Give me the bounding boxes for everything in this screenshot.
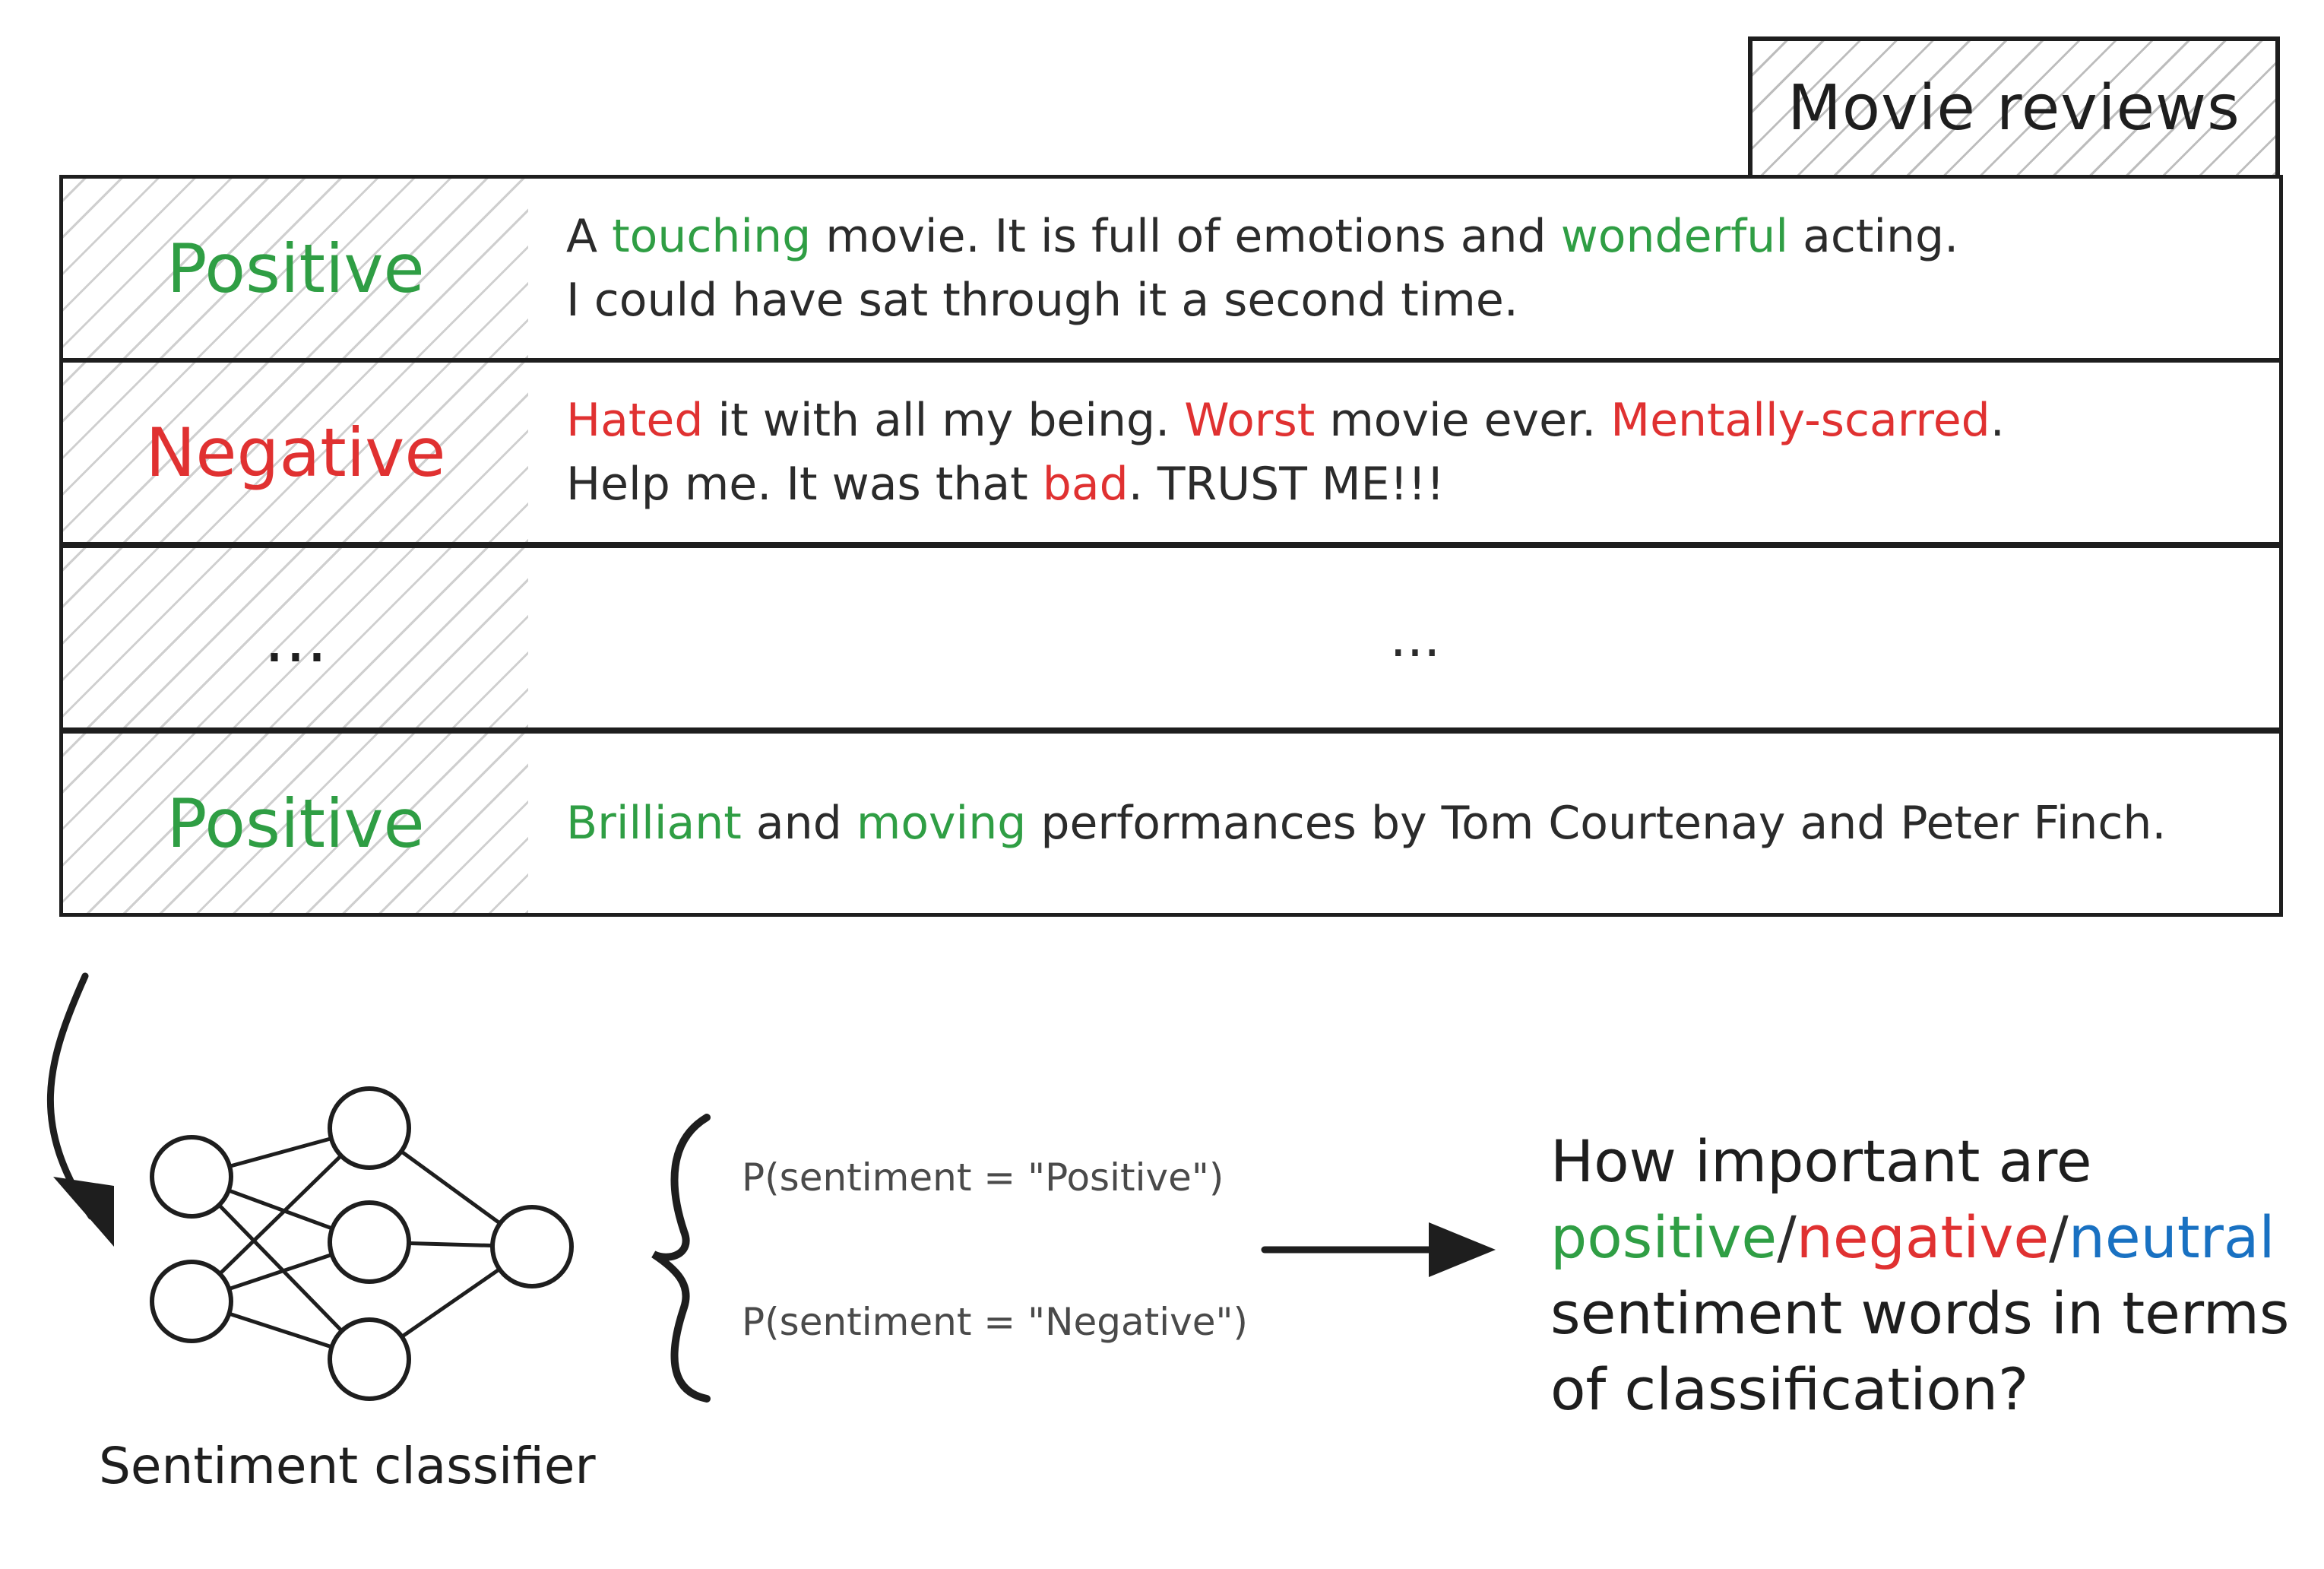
hidden-node-1 <box>328 1086 411 1170</box>
hidden-node-3 <box>328 1317 411 1401</box>
sentiment-word: touching <box>612 210 812 263</box>
review-text: I could have sat through it a second tim… <box>566 274 1518 327</box>
review-line: A touching movie. It is full of emotions… <box>566 204 2264 268</box>
hidden-node-2 <box>328 1200 411 1284</box>
question-line-1: How important are <box>1550 1127 2092 1195</box>
review-text: it with all my being. <box>703 394 1185 447</box>
sentiment-word: wonderful <box>1560 210 1788 263</box>
row-2-text: Hated it with all my being. Worst movie … <box>566 363 2264 542</box>
network-nodes <box>150 1086 574 1401</box>
prob-positive: P(sentiment = "Positive") <box>742 1155 1224 1200</box>
row-1-text: A touching movie. It is full of emotions… <box>566 179 2264 358</box>
sentiment-label: Negative <box>145 413 446 492</box>
review-text: . <box>1990 394 2005 447</box>
review-line: I could have sat through it a second tim… <box>566 268 2264 332</box>
review-row-2: Negative Hated it with all my being. Wor… <box>59 359 2283 546</box>
review-line: Hated it with all my being. Worst movie … <box>566 388 2264 452</box>
sentiment-word: Mentally-scarred <box>1610 394 1990 447</box>
prob-negative: P(sentiment = "Negative") <box>742 1300 1248 1344</box>
review-row-4: Positive Brilliant and moving performanc… <box>59 730 2283 917</box>
review-line: ... <box>1390 606 1441 670</box>
row-3-label: ... <box>63 548 528 727</box>
row-4-text: Brilliant and moving performances by Tom… <box>566 734 2264 913</box>
curly-brace <box>651 1114 711 1403</box>
row-1-label: Positive <box>63 179 528 358</box>
straight-arrow-head <box>1429 1222 1496 1277</box>
review-row-3: ... ... <box>59 544 2283 731</box>
sentiment-word: positive <box>1550 1203 1778 1271</box>
input-node-1 <box>150 1135 233 1219</box>
row-4-label: Positive <box>63 734 528 913</box>
review-text: acting. <box>1788 210 1959 263</box>
question-line-4: of classification? <box>1550 1355 2029 1423</box>
review-text: and <box>741 797 856 850</box>
sentiment-label: ... <box>264 598 328 677</box>
review-text: performances by Tom Courtenay and Peter … <box>1026 797 2167 850</box>
sentiment-label: Positive <box>166 784 425 863</box>
question-line-2: positive/negative/neutral <box>1550 1200 2310 1276</box>
review-text: A <box>566 210 613 263</box>
sentiment-word: negative <box>1796 1203 2050 1271</box>
separator: / <box>1777 1203 1797 1271</box>
sentiment-word: neutral <box>2068 1203 2275 1271</box>
question-line-3: sentiment words in terms <box>1550 1279 2290 1347</box>
question-block: How important are positive/negative/neut… <box>1550 1124 2310 1428</box>
review-line: Brilliant and moving performances by Tom… <box>566 791 2264 855</box>
review-line: Help me. It was that bad. TRUST ME!!! <box>566 452 2264 516</box>
review-text: movie ever. <box>1315 394 1611 447</box>
review-text: ... <box>1389 607 1441 669</box>
review-text: . TRUST ME!!! <box>1128 458 1445 511</box>
sentiment-label: Positive <box>166 229 425 308</box>
movie-reviews-tab: Movie reviews <box>1748 36 2280 175</box>
review-text: Help me. It was that <box>566 458 1043 511</box>
sentiment-word: Brilliant <box>566 797 742 850</box>
classifier-label: Sentiment classifier <box>99 1437 596 1495</box>
sentiment-word: Hated <box>566 394 704 447</box>
review-text: movie. It is full of emotions and <box>811 210 1561 263</box>
input-node-2 <box>150 1260 233 1343</box>
row-2-label: Negative <box>63 363 528 542</box>
sentiment-word: moving <box>856 797 1027 850</box>
separator: / <box>2049 1203 2069 1271</box>
sentiment-word: bad <box>1042 458 1129 511</box>
row-3-text: ... <box>566 548 2264 727</box>
curved-arrow-head <box>53 1177 114 1247</box>
output-node <box>490 1205 574 1288</box>
sentiment-word: Worst <box>1184 394 1316 447</box>
